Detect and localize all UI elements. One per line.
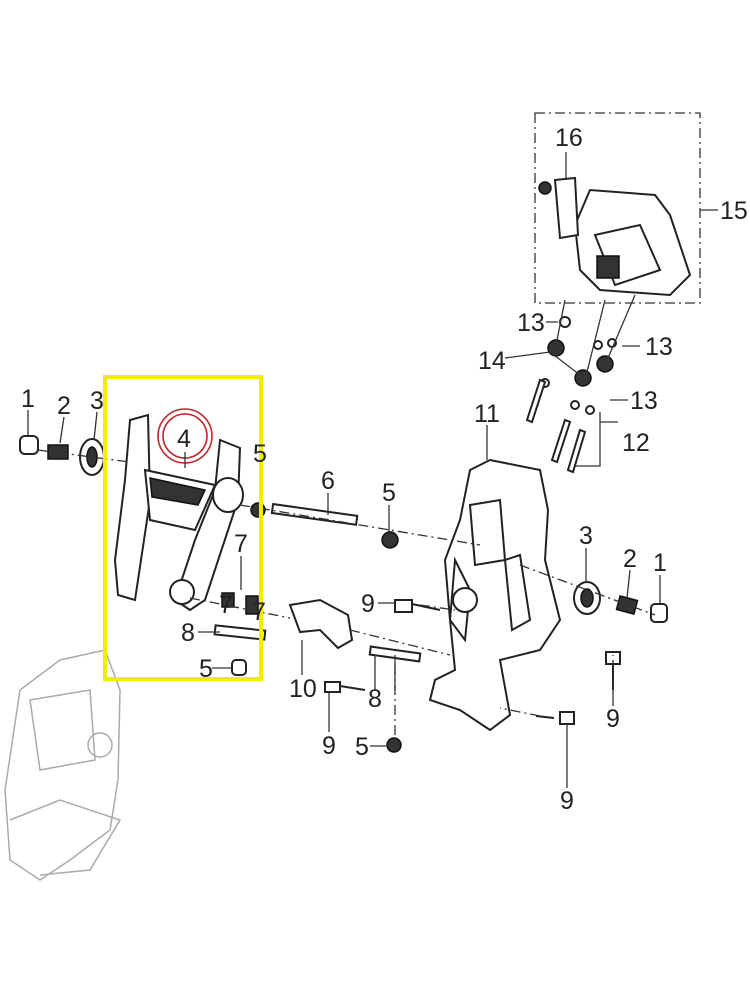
right-axle-parts bbox=[573, 581, 668, 623]
highlight-box bbox=[103, 375, 263, 681]
arm-part-4 bbox=[113, 413, 244, 612]
callout-15[interactable]: 15 bbox=[720, 197, 748, 225]
callout-16[interactable]: 16 bbox=[555, 124, 583, 152]
callout-5[interactable]: 5 bbox=[355, 733, 369, 761]
callout-9[interactable]: 9 bbox=[606, 705, 620, 733]
main-bracket-part-11 bbox=[428, 458, 562, 732]
callout-4[interactable]: 4 bbox=[177, 425, 191, 453]
callout-3[interactable]: 3 bbox=[579, 522, 593, 550]
callout-12[interactable]: 12 bbox=[622, 429, 650, 457]
callout-5[interactable]: 5 bbox=[253, 440, 267, 468]
shafts-and-fasteners bbox=[213, 502, 621, 753]
callout-11[interactable]: 11 bbox=[474, 400, 500, 428]
callout-14[interactable]: 14 bbox=[478, 347, 506, 375]
callout-9[interactable]: 9 bbox=[322, 732, 336, 760]
callout-2[interactable]: 2 bbox=[623, 545, 637, 573]
callout-1[interactable]: 1 bbox=[653, 549, 667, 577]
callout-13[interactable]: 13 bbox=[630, 387, 658, 415]
bracket-part-16 bbox=[538, 176, 580, 240]
callout-13[interactable]: 13 bbox=[517, 309, 545, 337]
callout-8[interactable]: 8 bbox=[368, 685, 382, 713]
grommets-and-bolts bbox=[525, 294, 636, 474]
callout-7[interactable]: 7 bbox=[252, 598, 266, 626]
callout-13[interactable]: 13 bbox=[645, 333, 673, 361]
leader-lines bbox=[27, 152, 718, 788]
assembly-center-lines bbox=[37, 449, 656, 738]
callout-1[interactable]: 1 bbox=[21, 385, 35, 413]
callout-5[interactable]: 5 bbox=[199, 655, 213, 683]
callout-5[interactable]: 5 bbox=[382, 479, 396, 507]
callout-labels: 16 15 13 13 13 14 12 11 1 2 3 4 5 6 5 7 … bbox=[21, 124, 748, 815]
callout-8[interactable]: 8 bbox=[181, 619, 195, 647]
left-axle-parts bbox=[19, 435, 105, 476]
selected-part-marker bbox=[157, 408, 213, 468]
callout-6[interactable]: 6 bbox=[321, 467, 335, 495]
ghost-assembly-thumbnail bbox=[4, 649, 122, 881]
callout-2[interactable]: 2 bbox=[57, 392, 71, 420]
callout-10[interactable]: 10 bbox=[289, 675, 317, 703]
callout-9[interactable]: 9 bbox=[361, 590, 375, 618]
callout-7[interactable]: 7 bbox=[219, 591, 233, 619]
callout-7[interactable]: 7 bbox=[234, 530, 248, 558]
meter-part-15 bbox=[573, 188, 692, 297]
callout-3[interactable]: 3 bbox=[90, 387, 104, 415]
meter-group-box bbox=[534, 112, 701, 304]
callout-9[interactable]: 9 bbox=[560, 787, 574, 815]
